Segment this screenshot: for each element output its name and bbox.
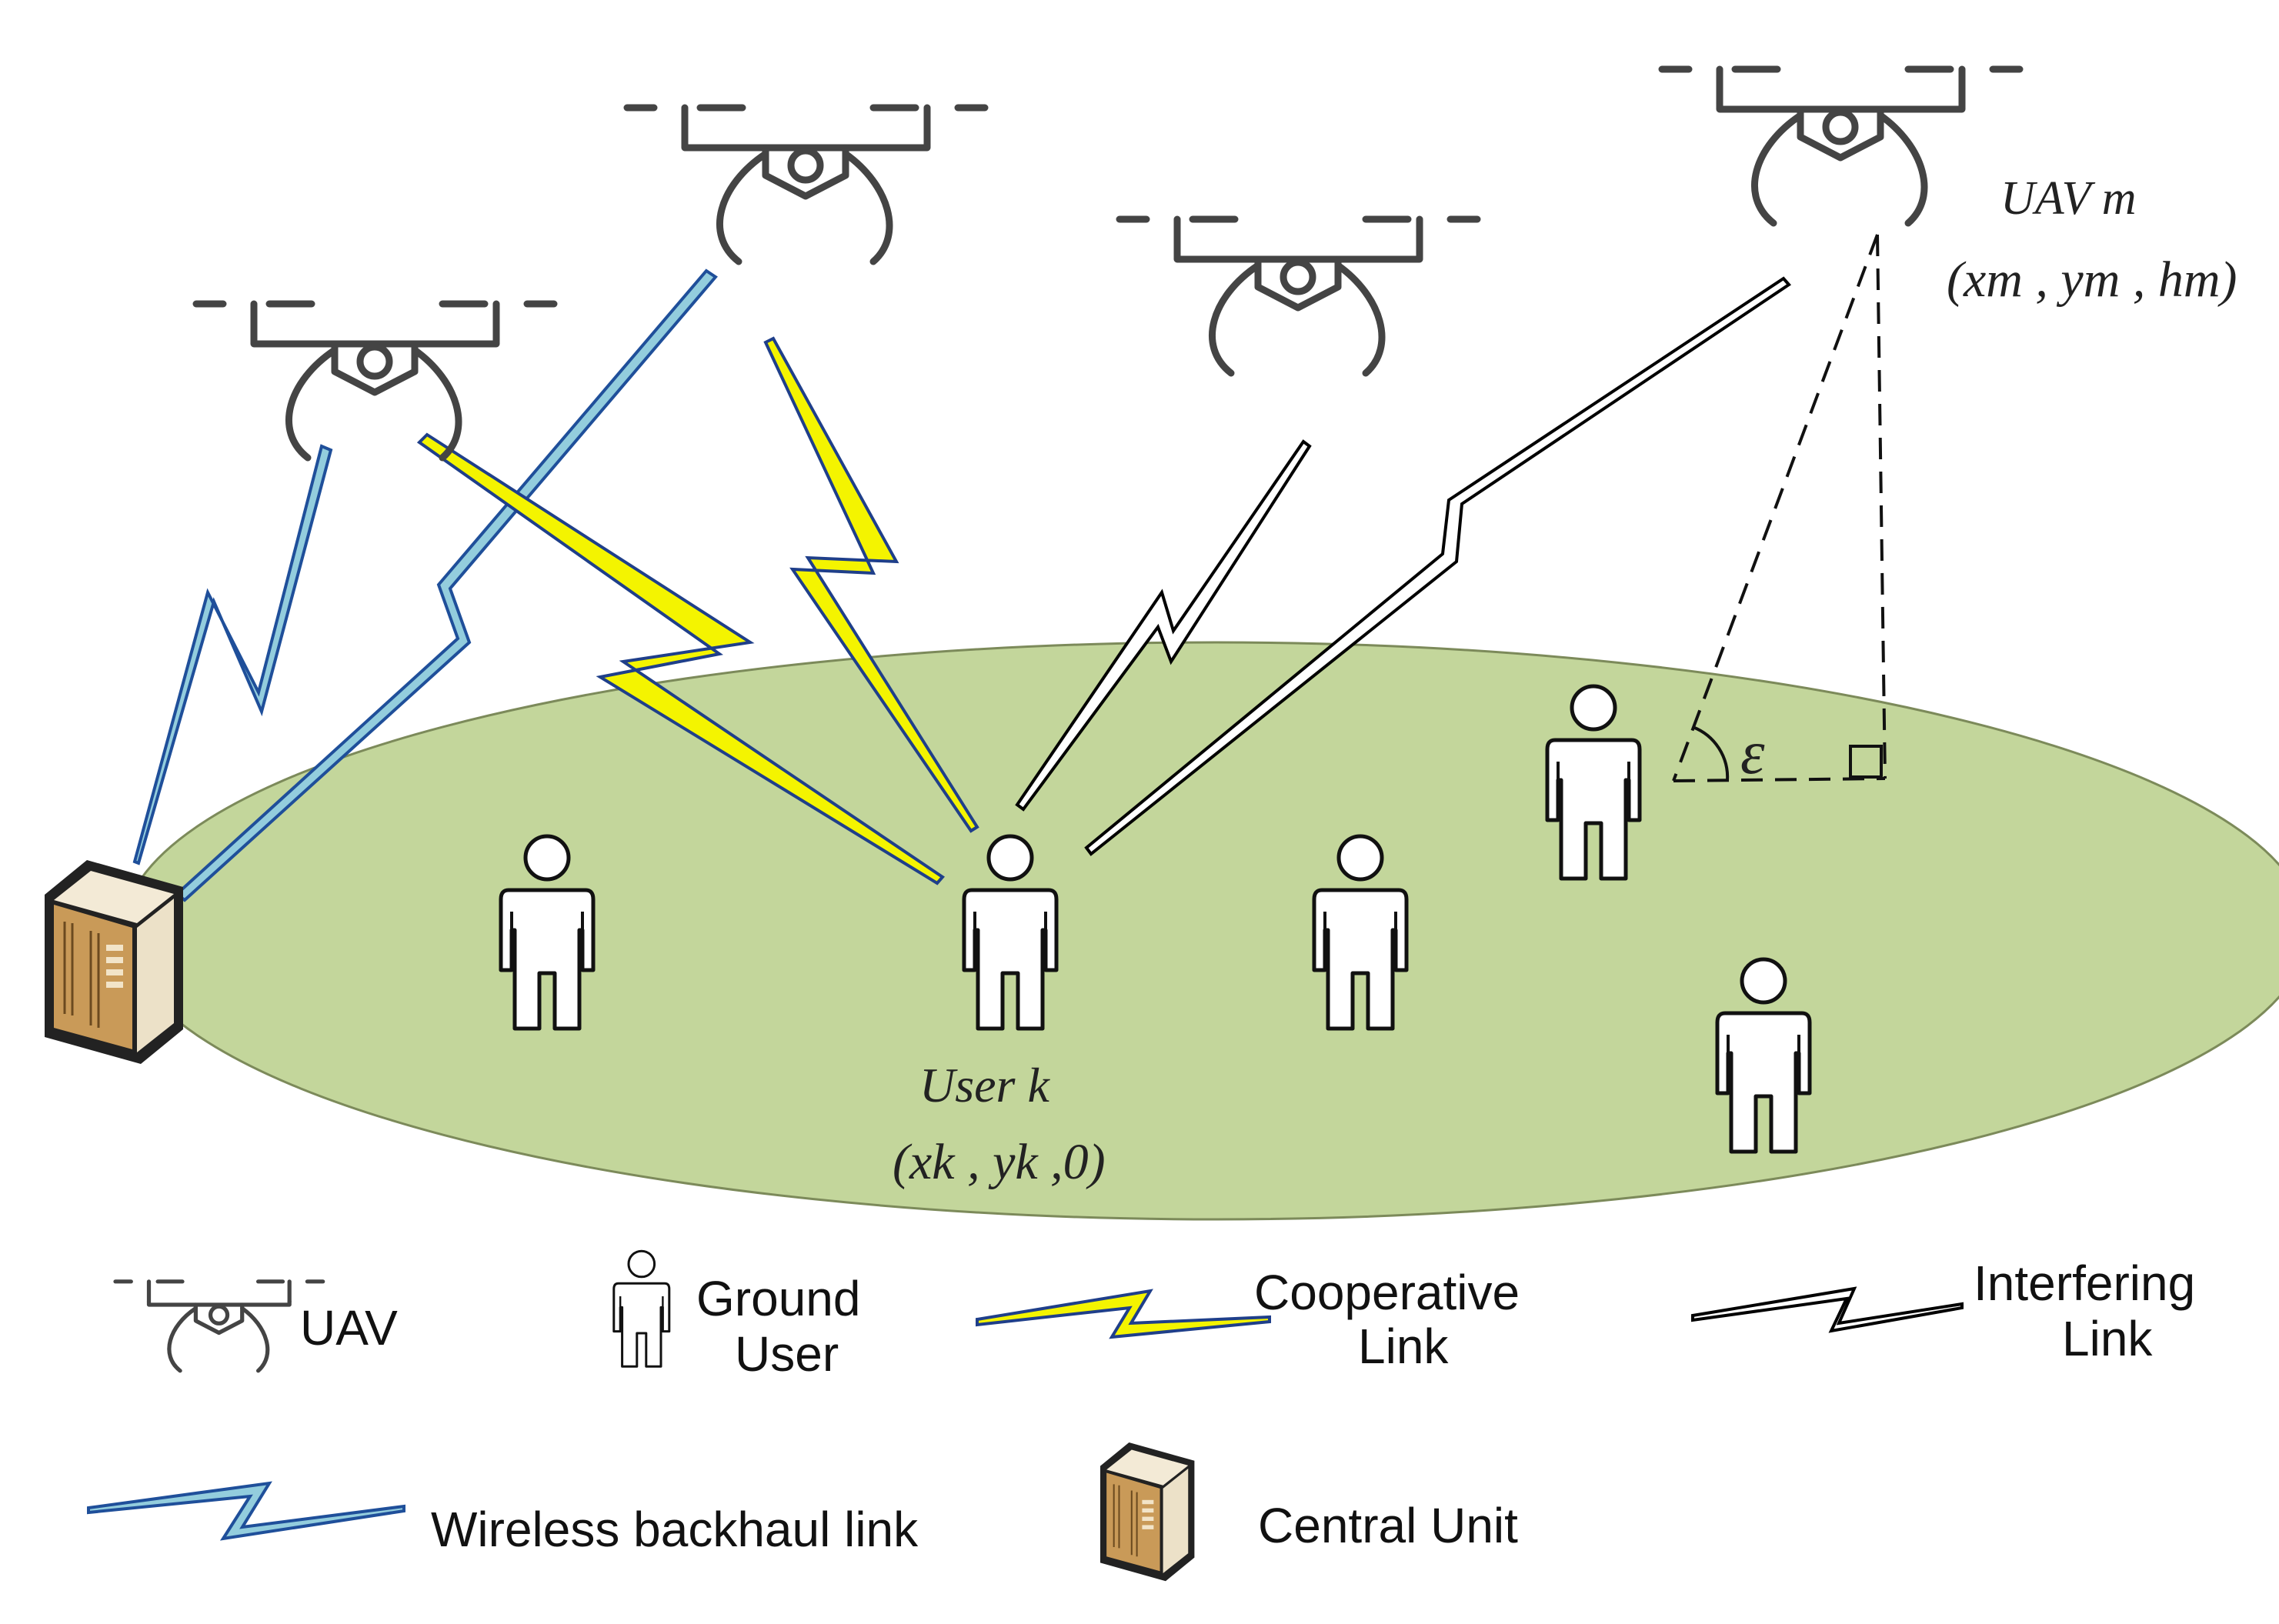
interfering-links xyxy=(1015,276,1792,856)
legend-interfering-label-2: Link xyxy=(2062,1311,2153,1366)
legend-interfering-link-icon xyxy=(1691,1286,1964,1333)
legend-backhaul-label: Wireless backhaul link xyxy=(431,1502,919,1557)
legend-central-unit-icon xyxy=(1099,1441,1196,1582)
central-unit-icon xyxy=(43,859,185,1065)
legend-backhaul-link-icon xyxy=(87,1481,405,1541)
legend-cooperative-label-2: Link xyxy=(1358,1319,1449,1374)
legend-uav-label: UAV xyxy=(300,1300,398,1356)
ground-area xyxy=(122,641,2279,1221)
user-k-coords: (xk , yk ,0) xyxy=(893,1134,1106,1190)
uav-icon xyxy=(1662,69,2020,223)
legend-interfering-label-1: Interfering xyxy=(1974,1256,2195,1311)
legend-ground-user-label-2: User xyxy=(735,1326,839,1382)
user-k-label: User k xyxy=(919,1058,1050,1112)
legend-cooperative-label-1: Cooperative xyxy=(1254,1265,1520,1320)
elevation-angle-label: ε xyxy=(1740,719,1765,787)
interfering-link-uavm xyxy=(1084,276,1792,856)
cooperative-link-uav2 xyxy=(763,336,979,833)
cooperative-link-uav1 xyxy=(416,432,945,885)
uav-icon xyxy=(1119,219,1477,373)
uav-icon xyxy=(627,108,985,262)
backhaul-link-uav1 xyxy=(132,444,333,865)
uav-icon xyxy=(196,304,554,458)
uav-m-coords: (xm , ym , hm) xyxy=(1947,252,2237,308)
legend-uav-icon xyxy=(115,1282,323,1371)
elevation-geometry xyxy=(1672,234,1887,782)
legend-cooperative-link-icon xyxy=(976,1289,1271,1339)
cooperative-links xyxy=(416,336,979,885)
legend-ground-user-icon xyxy=(612,1249,671,1368)
uav-m-label: UAV m xyxy=(2000,172,2137,225)
legend: UAV Ground User Cooperative Link Interfe… xyxy=(87,1249,2195,1582)
legend-central-unit-label: Central Unit xyxy=(1258,1498,1518,1553)
elevation-marks xyxy=(1692,725,1883,782)
interfering-link-uav3 xyxy=(1015,439,1312,812)
legend-ground-user-label-1: Ground xyxy=(696,1271,860,1326)
